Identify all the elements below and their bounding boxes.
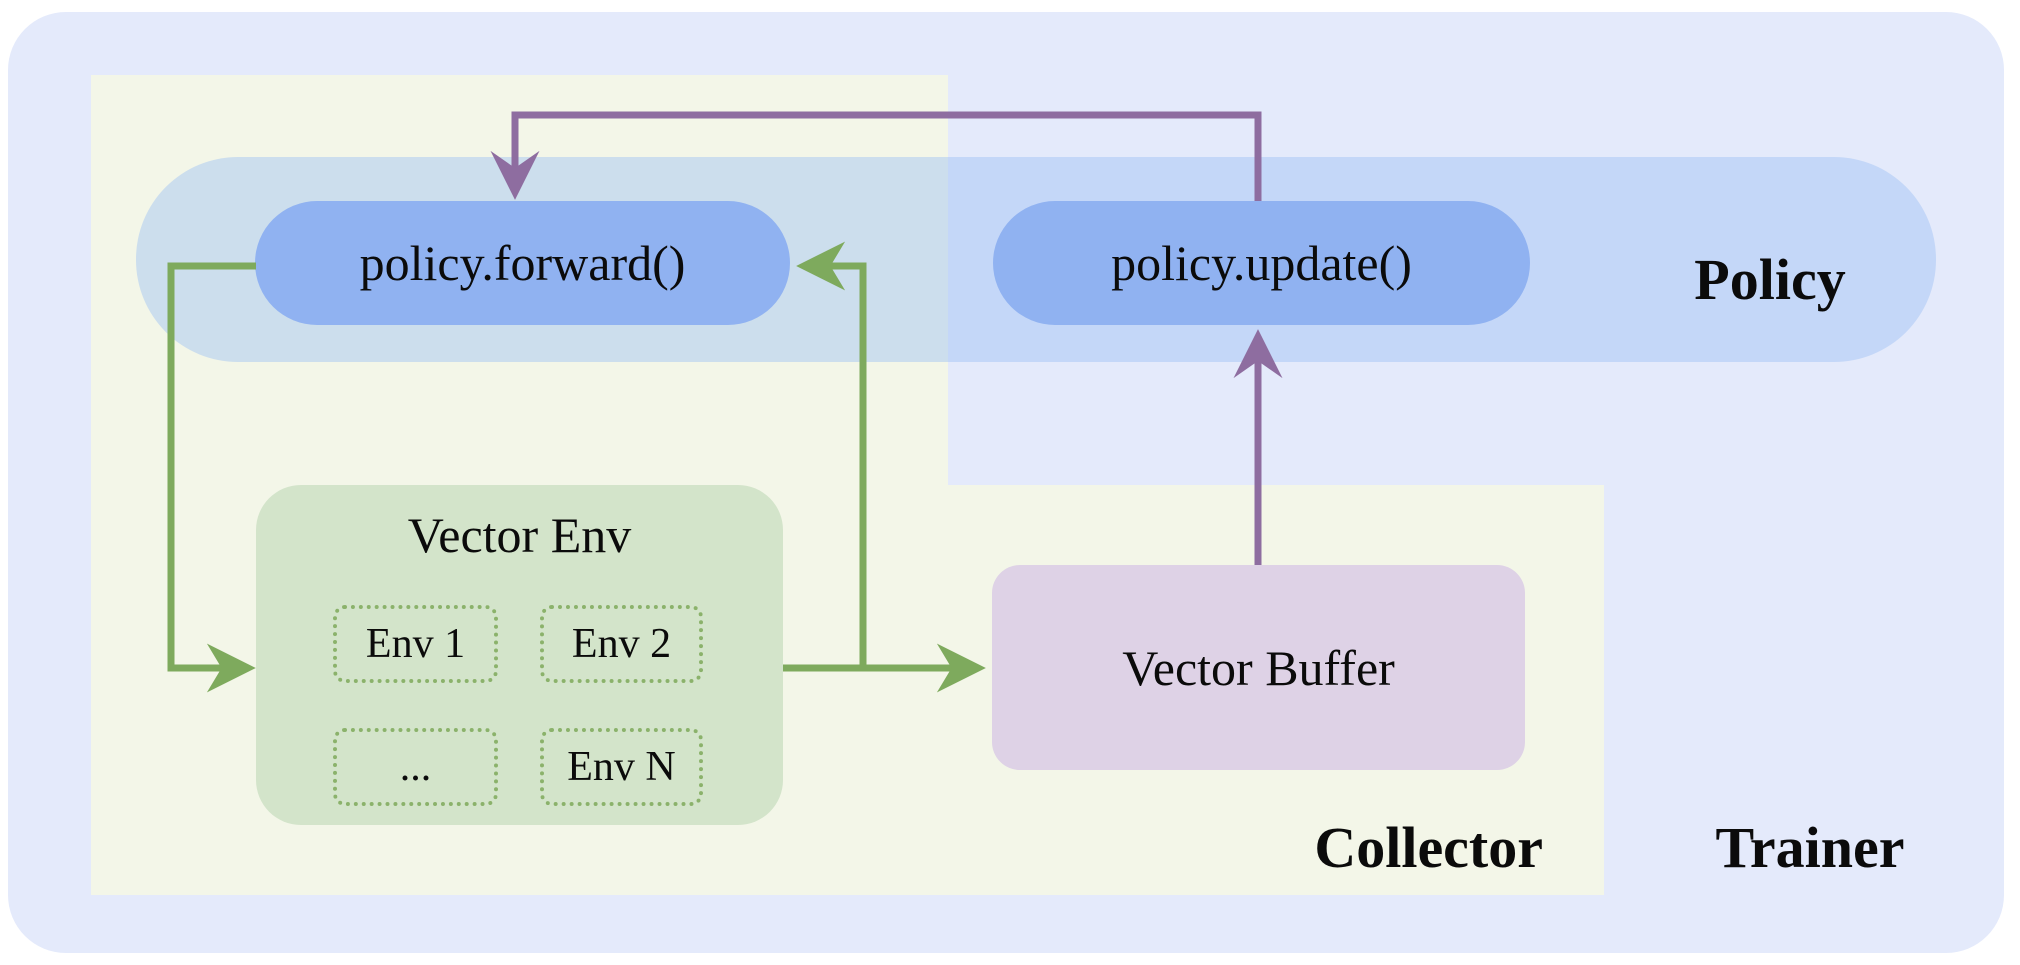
collector-region-label: Collector: [1314, 815, 1543, 880]
env-cell-1-label: Env 1: [365, 621, 466, 667]
vector-env-box: [256, 485, 783, 825]
vector-buffer-label: Vector Buffer: [1122, 639, 1395, 696]
policy-region-label: Policy: [1694, 247, 1846, 312]
env-cell-n: Env N: [540, 728, 703, 806]
vector-buffer-box: Vector Buffer: [992, 565, 1525, 770]
policy-forward-label: policy.forward(): [359, 235, 686, 291]
trainer-region-label: Trainer: [1715, 815, 1905, 880]
env-cell-n-label: Env N: [567, 744, 676, 790]
vector-env-title: Vector Env: [407, 507, 632, 563]
policy-update-node: policy.update(): [993, 201, 1530, 325]
env-cell-ellipsis-label: ...: [399, 744, 432, 790]
policy-forward-node: policy.forward(): [255, 201, 790, 325]
policy-update-label: policy.update(): [1111, 235, 1412, 291]
env-cell-ellipsis: ...: [333, 728, 498, 806]
env-cell-1: Env 1: [333, 605, 498, 683]
env-cell-2-label: Env 2: [571, 621, 672, 667]
env-cell-2: Env 2: [540, 605, 703, 683]
